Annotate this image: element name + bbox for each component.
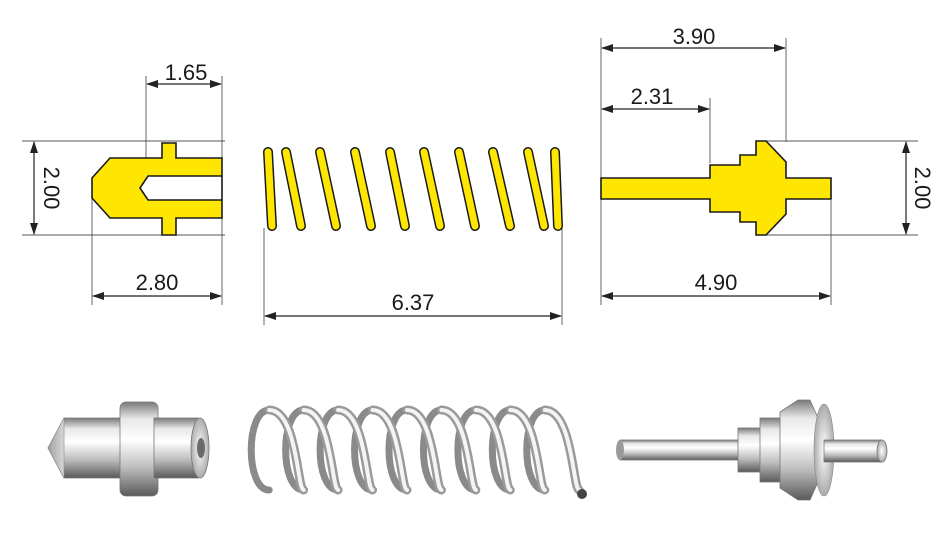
spring-turn-front bbox=[508, 408, 547, 492]
spring-turn-back bbox=[247, 406, 273, 494]
spring-turn-front bbox=[439, 408, 478, 492]
housing-render bbox=[47, 401, 210, 497]
spring-coil bbox=[351, 148, 375, 230]
dim-label-plunger-height: 2.00 bbox=[910, 167, 935, 210]
spring-render bbox=[247, 405, 587, 499]
spring-turn-front bbox=[473, 408, 513, 492]
spring-turn-back bbox=[351, 406, 377, 494]
spring-coil bbox=[489, 148, 514, 230]
spring-turn-front bbox=[370, 408, 409, 492]
spring-coil bbox=[386, 148, 409, 230]
plunger-pin bbox=[823, 439, 883, 463]
spring-turn-front bbox=[542, 408, 582, 492]
housing-bore bbox=[197, 438, 205, 458]
spring-turn-front bbox=[405, 408, 444, 492]
plunger-shaft-end bbox=[616, 440, 624, 460]
plunger-profile bbox=[600, 140, 832, 236]
plunger-collar bbox=[759, 417, 783, 483]
spring-coil bbox=[455, 148, 479, 230]
spring-coil bbox=[524, 148, 548, 230]
dim-label-spring-length: 6.37 bbox=[392, 290, 435, 315]
spring-turn-front bbox=[336, 408, 375, 492]
spring-wire-end bbox=[577, 489, 587, 499]
housing-drawing: 1.65 2.00 2.80 bbox=[22, 60, 225, 305]
plunger-render bbox=[616, 399, 888, 501]
plunger-drawing: 3.90 2.31 2.00 4.90 bbox=[600, 24, 935, 305]
plunger-shaft bbox=[619, 439, 743, 461]
plunger-step bbox=[737, 427, 763, 473]
dim-label-housing-length: 2.80 bbox=[136, 270, 179, 295]
spring-drawing: 6.37 bbox=[263, 147, 563, 325]
housing-tip bbox=[47, 417, 65, 479]
dim-label-plunger-step-offset: 2.31 bbox=[631, 84, 674, 109]
housing-profile bbox=[91, 142, 223, 236]
dim-label-plunger-head-offset: 3.90 bbox=[673, 24, 716, 49]
spring-turn-back bbox=[385, 406, 411, 494]
spring-coils bbox=[263, 147, 563, 231]
spring-turn-back bbox=[523, 406, 549, 494]
spring-turn-front bbox=[301, 408, 341, 492]
spring-coil bbox=[420, 148, 444, 230]
dim-label-housing-height: 2.00 bbox=[39, 167, 64, 210]
spring-turn-back bbox=[282, 406, 308, 494]
dim-label-housing-width: 1.65 bbox=[165, 60, 208, 85]
housing-flange bbox=[119, 401, 159, 497]
spring-coil bbox=[264, 148, 276, 230]
dim-label-plunger-length: 4.90 bbox=[695, 270, 738, 295]
spring-coil bbox=[316, 148, 340, 230]
spring-coil bbox=[282, 148, 305, 230]
spring-turn-back bbox=[488, 406, 514, 494]
spring-turn-back bbox=[454, 406, 480, 494]
spring-turn-back bbox=[316, 406, 342, 494]
spring-coil bbox=[551, 148, 562, 230]
spring-turn-front bbox=[267, 408, 306, 492]
plunger-pin-end bbox=[876, 439, 888, 463]
spring-turn-back bbox=[419, 406, 445, 494]
